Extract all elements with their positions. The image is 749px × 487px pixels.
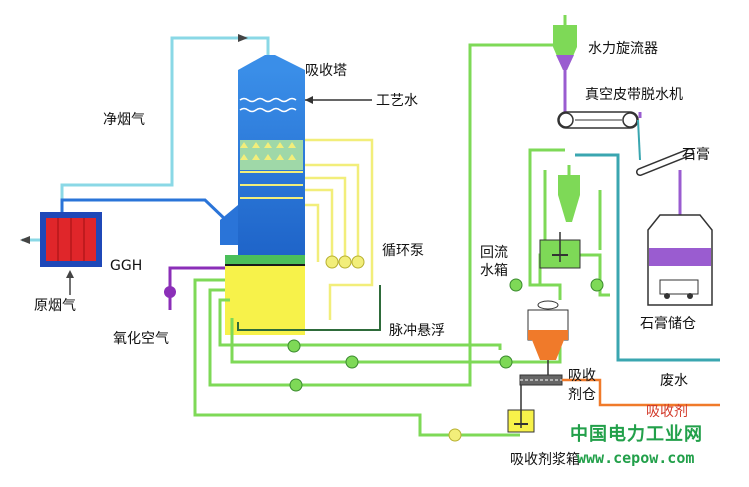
arrow-icon <box>238 34 248 42</box>
label-circulation-pump: 循环泵 <box>382 243 424 259</box>
label-ggh: GGH <box>110 258 143 274</box>
absorbent-orange-line <box>562 378 720 407</box>
gypsum-purple-line <box>638 112 682 215</box>
label-return-tank-2: 水箱 <box>480 263 508 279</box>
absorber-tower <box>220 55 305 335</box>
process-water-line <box>305 96 372 104</box>
label-absorbent-silo-1: 吸收 <box>568 368 596 384</box>
circulation-pumps <box>325 255 365 269</box>
arrow-icon <box>66 270 74 278</box>
hydrocyclone <box>553 15 577 112</box>
label-gypsum-silo: 石膏储仓 <box>640 316 696 332</box>
label-absorbent-silo-2: 剂仓 <box>568 387 596 403</box>
label-return-tank-1: 回流 <box>480 245 508 261</box>
return-water-tank <box>539 165 581 269</box>
label-process-water: 工艺水 <box>376 93 418 109</box>
waste-water-line <box>575 153 720 362</box>
gypsum-silo <box>647 214 713 306</box>
arrow-icon <box>20 236 30 244</box>
circulation-lines <box>305 138 374 320</box>
label-hydrocyclone: 水力旋流器 <box>588 41 658 57</box>
slurry-pumps <box>287 278 604 442</box>
label-raw-flue-gas: 原烟气 <box>34 298 76 314</box>
label-pulse-suspension: 脉冲悬浮 <box>389 323 445 339</box>
absorbent-silo <box>519 300 569 386</box>
raw-flue-gas-line <box>60 198 230 224</box>
clean-flue-gas-line <box>22 36 270 242</box>
watermark-url: www.cepow.com <box>577 449 695 467</box>
label-oxidation-air: 氧化空气 <box>113 331 169 347</box>
label-absorbent-partial: 吸收剂 <box>646 404 688 420</box>
label-absorbent-tank: 吸收剂浆箱 <box>510 452 580 468</box>
vacuum-belt-filter <box>557 111 641 161</box>
label-clean-flue-gas: 净烟气 <box>103 112 145 128</box>
pulse-suspension-line <box>237 285 381 331</box>
gypsum-conveyor <box>636 148 694 176</box>
absorbent-slurry-tank <box>507 385 535 433</box>
slurry-lines <box>193 43 610 437</box>
label-absorber: 吸收塔 <box>305 63 347 79</box>
label-vacuum-belt: 真空皮带脱水机 <box>585 87 683 103</box>
watermark-site-name: 中国电力工业网 <box>570 424 703 445</box>
label-waste-water: 废水 <box>660 373 688 389</box>
label-gypsum: 石膏 <box>682 147 710 163</box>
ggh-heat-exchanger <box>40 212 102 267</box>
air-valve-icon <box>164 286 176 298</box>
